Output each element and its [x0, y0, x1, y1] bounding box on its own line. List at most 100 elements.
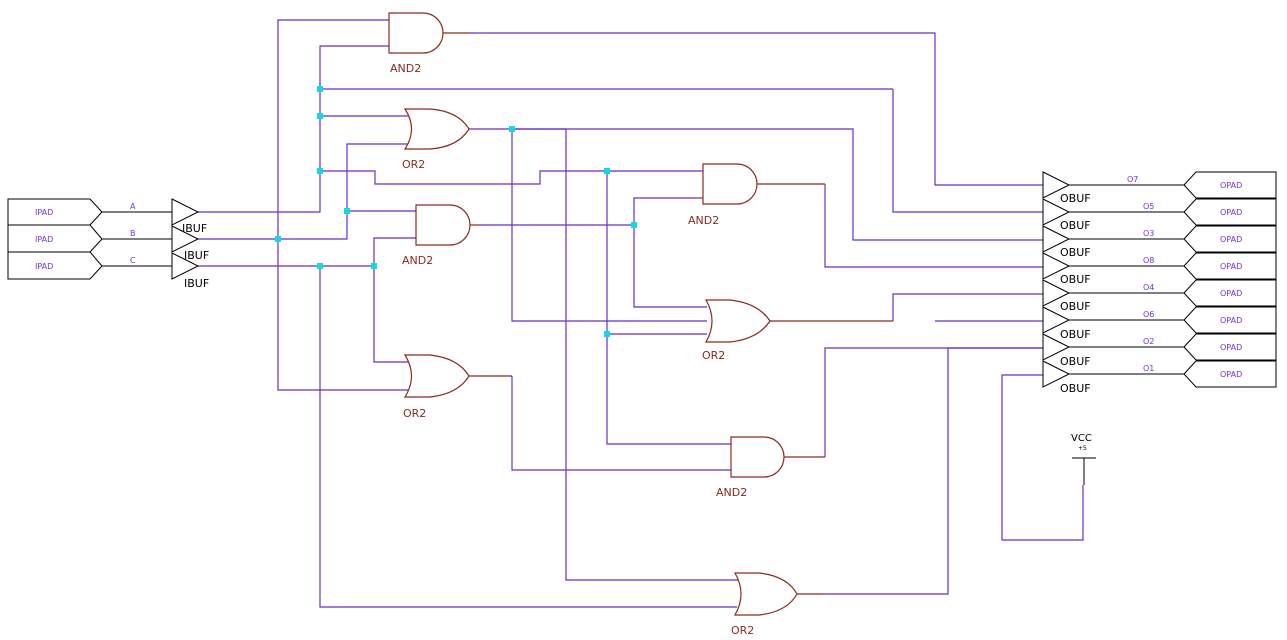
and-gate-1[interactable]: AND2: [388, 12, 444, 75]
obuf-label: OBUF: [1060, 273, 1091, 286]
input-pad-a[interactable]: IPAD A: [7, 198, 172, 226]
wire-b-bus: [198, 143, 409, 240]
junction-dot: [604, 168, 610, 174]
wire-c-down: [319, 266, 737, 608]
ibuf-label: IBUF: [184, 249, 209, 262]
net-label-o1: O1: [1143, 364, 1154, 373]
output-row-o3[interactable]: OBUF O3 OPAD: [1042, 225, 1277, 259]
ibuf-label: IBUF: [182, 222, 207, 235]
and-gate-5[interactable]: AND2: [688, 163, 758, 227]
gate-label: AND2: [716, 486, 747, 499]
junctions: [275, 86, 637, 337]
gate-label: OR2: [731, 624, 754, 637]
gate-label: OR2: [403, 407, 426, 420]
net-label-c: C: [130, 256, 136, 265]
and-gate-7[interactable]: AND2: [716, 436, 785, 499]
ibuf-label: IBUF: [184, 277, 209, 290]
gate-label: AND2: [402, 254, 433, 267]
output-row-o8[interactable]: OBUF O8 OPAD: [1042, 252, 1277, 286]
logic-gates: AND2 OR2 AND2 OR2 AND2 OR2 AND2: [388, 12, 798, 637]
input-pad-b[interactable]: IPAD B: [7, 224, 172, 253]
junction-dot: [509, 126, 515, 132]
junction-dot: [317, 263, 323, 269]
wire-g3-branch: [633, 197, 706, 225]
wire-a-and5: [606, 171, 732, 445]
obuf-label: OBUF: [1060, 219, 1091, 232]
vcc-label: VCC: [1071, 433, 1092, 444]
obuf-label: OBUF: [1060, 300, 1091, 313]
ibuf-a[interactable]: IBUF: [171, 198, 207, 235]
junction-dot: [317, 168, 323, 174]
obuf-label: OBUF: [1060, 246, 1091, 259]
junction-dot: [317, 86, 323, 92]
output-pad-label: OPAD: [1220, 181, 1242, 190]
output-row-o1[interactable]: OBUF O1 OPAD: [1042, 360, 1277, 395]
net-label-o7: O7: [1127, 175, 1138, 184]
wire-a-bus: [198, 45, 389, 213]
obuf-label: OBUF: [1060, 192, 1091, 205]
wire-c-or: [373, 266, 409, 363]
net-label-o6: O6: [1143, 310, 1154, 319]
wire-b-bottom: [277, 239, 410, 391]
output-pad-label: OPAD: [1220, 262, 1242, 271]
gate-label: AND2: [390, 62, 421, 75]
junction-dot: [317, 113, 323, 119]
input-pad-label: IPAD: [35, 235, 53, 244]
output-row-o7[interactable]: OBUF O7 OPAD: [1042, 171, 1277, 205]
net-label-o3: O3: [1143, 229, 1154, 238]
output-row-o2[interactable]: OBUF O2 OPAD: [1042, 333, 1277, 368]
and-gate-3[interactable]: AND2: [402, 204, 471, 267]
or-gate-8[interactable]: OR2: [731, 572, 798, 637]
net-label-o8: O8: [1143, 256, 1154, 265]
obuf-label: OBUF: [1060, 355, 1091, 368]
output-group: OBUF O7 OPAD OBUF O5 OPAD OBUF O3 OPAD O…: [1042, 171, 1277, 395]
output-row-o6[interactable]: OBUF O6 OPAD: [1042, 306, 1277, 341]
net-label-o5: O5: [1143, 202, 1154, 211]
output-pad-label: OPAD: [1220, 208, 1242, 217]
vcc-source[interactable]: VCC +5: [1071, 433, 1096, 485]
gate-label: OR2: [402, 158, 425, 171]
net-label-o2: O2: [1143, 337, 1154, 346]
output-pad-label: OPAD: [1220, 235, 1242, 244]
output-pad-label: OPAD: [1220, 289, 1242, 298]
output-pad-label: OPAD: [1220, 343, 1242, 352]
net-label-a: A: [130, 202, 136, 211]
wire-g2-tap2: [512, 128, 738, 581]
wire-a-branch-3: [320, 170, 706, 185]
input-pad-label: IPAD: [35, 262, 53, 271]
input-pad-c[interactable]: IPAD C: [7, 251, 172, 280]
output-pad-label: OPAD: [1220, 370, 1242, 379]
output-row-o4[interactable]: OBUF O4 OPAD: [1042, 279, 1277, 313]
net-label-o4: O4: [1143, 283, 1154, 292]
wire-vcc: [1001, 374, 1084, 541]
output-row-o5[interactable]: OBUF O5 OPAD: [1042, 198, 1277, 232]
gate-pins: [443, 32, 893, 595]
wire-g8-out: [825, 347, 1043, 595]
junction-dot: [371, 263, 377, 269]
wire-g1-out: [470, 32, 1043, 186]
obuf-label: OBUF: [1060, 382, 1091, 395]
input-pad-group: IPAD A IPAD B IPAD C: [7, 198, 172, 280]
wire-g7-out: [824, 347, 1043, 457]
obuf-label: OBUF: [1060, 328, 1091, 341]
gate-label: OR2: [702, 349, 725, 362]
ibuf-b[interactable]: IBUF: [171, 225, 209, 262]
or-gate-2[interactable]: OR2: [402, 108, 470, 171]
wire-c-bus: [198, 237, 416, 267]
wire-g5-out: [824, 184, 1043, 268]
input-buffers: IBUF IBUF IBUF: [171, 198, 209, 290]
or-gate-6[interactable]: OR2: [702, 299, 771, 362]
junction-dot: [344, 208, 350, 214]
input-pad-label: IPAD: [35, 208, 53, 217]
net-label-b: B: [130, 229, 136, 238]
wire-g3-out: [480, 224, 707, 308]
vcc-sublabel: +5: [1078, 445, 1087, 452]
wire-b-top: [277, 19, 389, 239]
or-gate-4[interactable]: OR2: [403, 354, 470, 420]
junction-dot: [604, 331, 610, 337]
wires: [198, 19, 1084, 608]
wire-g6-out: [892, 293, 1043, 321]
ibuf-c[interactable]: IBUF: [171, 252, 209, 290]
gate-label: AND2: [688, 214, 719, 227]
